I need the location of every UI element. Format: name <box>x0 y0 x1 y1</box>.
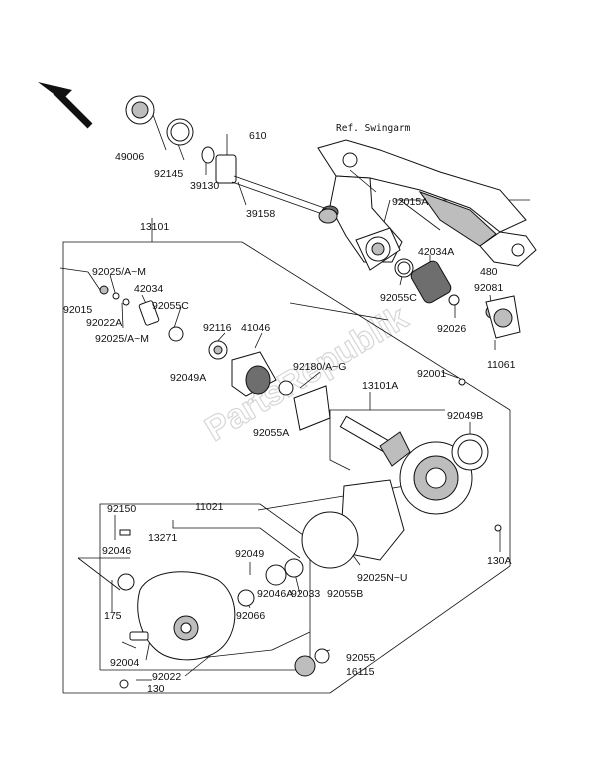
final-drive-left-small-parts <box>99 285 331 431</box>
label-610: 610 <box>249 130 267 142</box>
label-92026: 92026 <box>437 323 466 335</box>
label-480: 480 <box>480 266 498 278</box>
label-92022: 92022 <box>152 671 181 683</box>
final-drive-upper-right-parts <box>394 258 521 339</box>
front-direction-arrow <box>38 82 93 129</box>
label-92001: 92001 <box>417 368 446 380</box>
label-130A: 130A <box>487 555 512 567</box>
label-13271: 13271 <box>148 532 177 544</box>
driveshaft-parts <box>125 95 338 224</box>
label-92046A: 92046A <box>257 588 293 600</box>
label-92150: 92150 <box>107 503 136 515</box>
gear-set <box>339 378 502 532</box>
label-92015: 92015 <box>63 304 92 316</box>
label-13101: 13101 <box>140 221 169 233</box>
label-13101A: 13101A <box>362 380 398 392</box>
label-92025NU: 92025N~U <box>357 572 408 584</box>
label-92025AM-bottom: 92025/A~M <box>95 333 149 345</box>
label-92025AM-top: 92025/A~M <box>92 266 146 278</box>
label-92049B: 92049B <box>447 410 483 422</box>
label-175: 175 <box>104 610 122 622</box>
ref-swingarm-label: Ref. Swingarm <box>336 123 411 134</box>
label-41046: 41046 <box>241 322 270 334</box>
label-130: 130 <box>147 683 165 695</box>
assembly-frame <box>62 241 511 694</box>
label-92081: 92081 <box>474 282 503 294</box>
label-92116: 92116 <box>203 322 232 334</box>
label-92066: 92066 <box>236 610 265 622</box>
label-16115: 16115 <box>346 666 375 678</box>
label-92180AG: 92180/A~G <box>293 361 346 373</box>
label-92046: 92046 <box>102 545 131 557</box>
label-11021: 11021 <box>195 501 224 513</box>
label-92055C-right: 92055C <box>380 292 417 304</box>
label-42034: 42034 <box>134 283 163 295</box>
label-49006: 49006 <box>115 151 144 163</box>
label-92022A: 92022A <box>86 317 122 329</box>
label-92004: 92004 <box>110 657 139 669</box>
label-42034A: 42034A <box>418 246 454 258</box>
final-drive-case <box>117 529 304 689</box>
label-92015A: 92015A <box>392 196 428 208</box>
swingarm-illustration <box>317 139 537 271</box>
label-92055A: 92055A <box>253 427 289 439</box>
label-92145: 92145 <box>154 168 183 180</box>
label-92049A: 92049A <box>170 372 206 384</box>
label-39158: 39158 <box>246 208 275 220</box>
part-labels: Ref. Swingarm 49006 92145 610 39130 3915… <box>63 123 516 695</box>
label-92055C-left: 92055C <box>152 300 189 312</box>
filler-cap <box>294 648 330 677</box>
label-39130: 39130 <box>190 180 219 192</box>
label-92033: 92033 <box>291 588 320 600</box>
label-92055: 92055 <box>346 652 375 664</box>
label-92055B: 92055B <box>327 588 363 600</box>
label-11061: 11061 <box>487 359 516 371</box>
housing-cover <box>301 479 405 569</box>
label-92049: 92049 <box>235 548 264 560</box>
